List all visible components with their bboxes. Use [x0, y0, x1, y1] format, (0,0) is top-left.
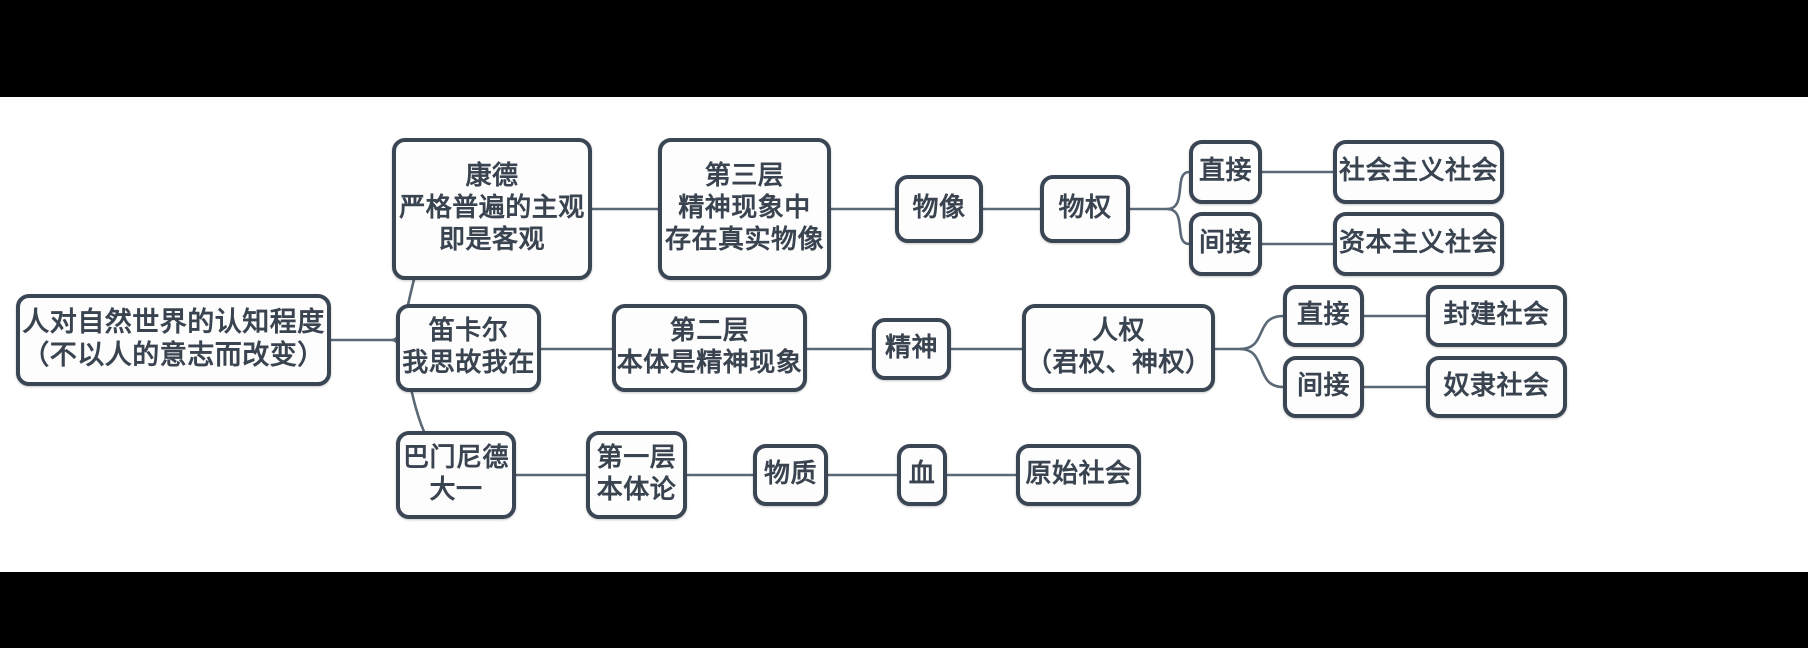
node-layer-two[interactable]: 第二层 本体是精神现象: [612, 304, 807, 392]
node-indirect-upper[interactable]: 间接: [1189, 212, 1262, 276]
node-capitalist-society[interactable]: 资本主义社会: [1333, 212, 1504, 276]
node-renquan[interactable]: 人权 （君权、神权）: [1022, 304, 1215, 392]
node-wuquan[interactable]: 物权: [1040, 175, 1130, 243]
node-kant[interactable]: 康德 严格普遍的主观 即是客观: [392, 138, 592, 280]
node-xue[interactable]: 血: [897, 444, 947, 506]
edge-wuquan-to-indirect: [1166, 207, 1190, 246]
node-direct-upper[interactable]: 直接: [1189, 140, 1262, 204]
node-wuxiang[interactable]: 物像: [895, 175, 983, 243]
node-direct-middle[interactable]: 直接: [1283, 285, 1364, 347]
node-socialist-society[interactable]: 社会主义社会: [1333, 140, 1504, 204]
node-feudal-society[interactable]: 封建社会: [1426, 285, 1567, 347]
edge-renquan-to-indirect: [1239, 347, 1284, 389]
node-layer-three[interactable]: 第三层 精神现象中 存在真实物像: [658, 138, 831, 280]
node-jingshen[interactable]: 精神: [872, 318, 951, 380]
node-wuzhi[interactable]: 物质: [753, 444, 828, 506]
edge-wuquan-to-direct: [1166, 170, 1190, 211]
node-layer-one[interactable]: 第一层 本体论: [586, 431, 687, 519]
edge-renquan-to-direct: [1239, 314, 1284, 351]
node-primitive-society[interactable]: 原始社会: [1016, 444, 1141, 506]
letterbox-top: [0, 0, 1808, 97]
node-parmenides[interactable]: 巴门尼德 大一: [396, 431, 516, 519]
letterbox-bottom: [0, 572, 1808, 648]
node-slave-society[interactable]: 奴隶社会: [1426, 356, 1567, 418]
node-root[interactable]: 人对自然世界的认知程度 （不以人的意志而改变）: [16, 294, 331, 386]
connector-layer: [331, 170, 1426, 477]
node-indirect-middle[interactable]: 间接: [1283, 356, 1364, 418]
mindmap-canvas[interactable]: 人对自然世界的认知程度 （不以人的意志而改变） 康德 严格普遍的主观 即是客观 …: [0, 97, 1808, 572]
node-descartes[interactable]: 笛卡尔 我思故我在: [396, 304, 541, 392]
